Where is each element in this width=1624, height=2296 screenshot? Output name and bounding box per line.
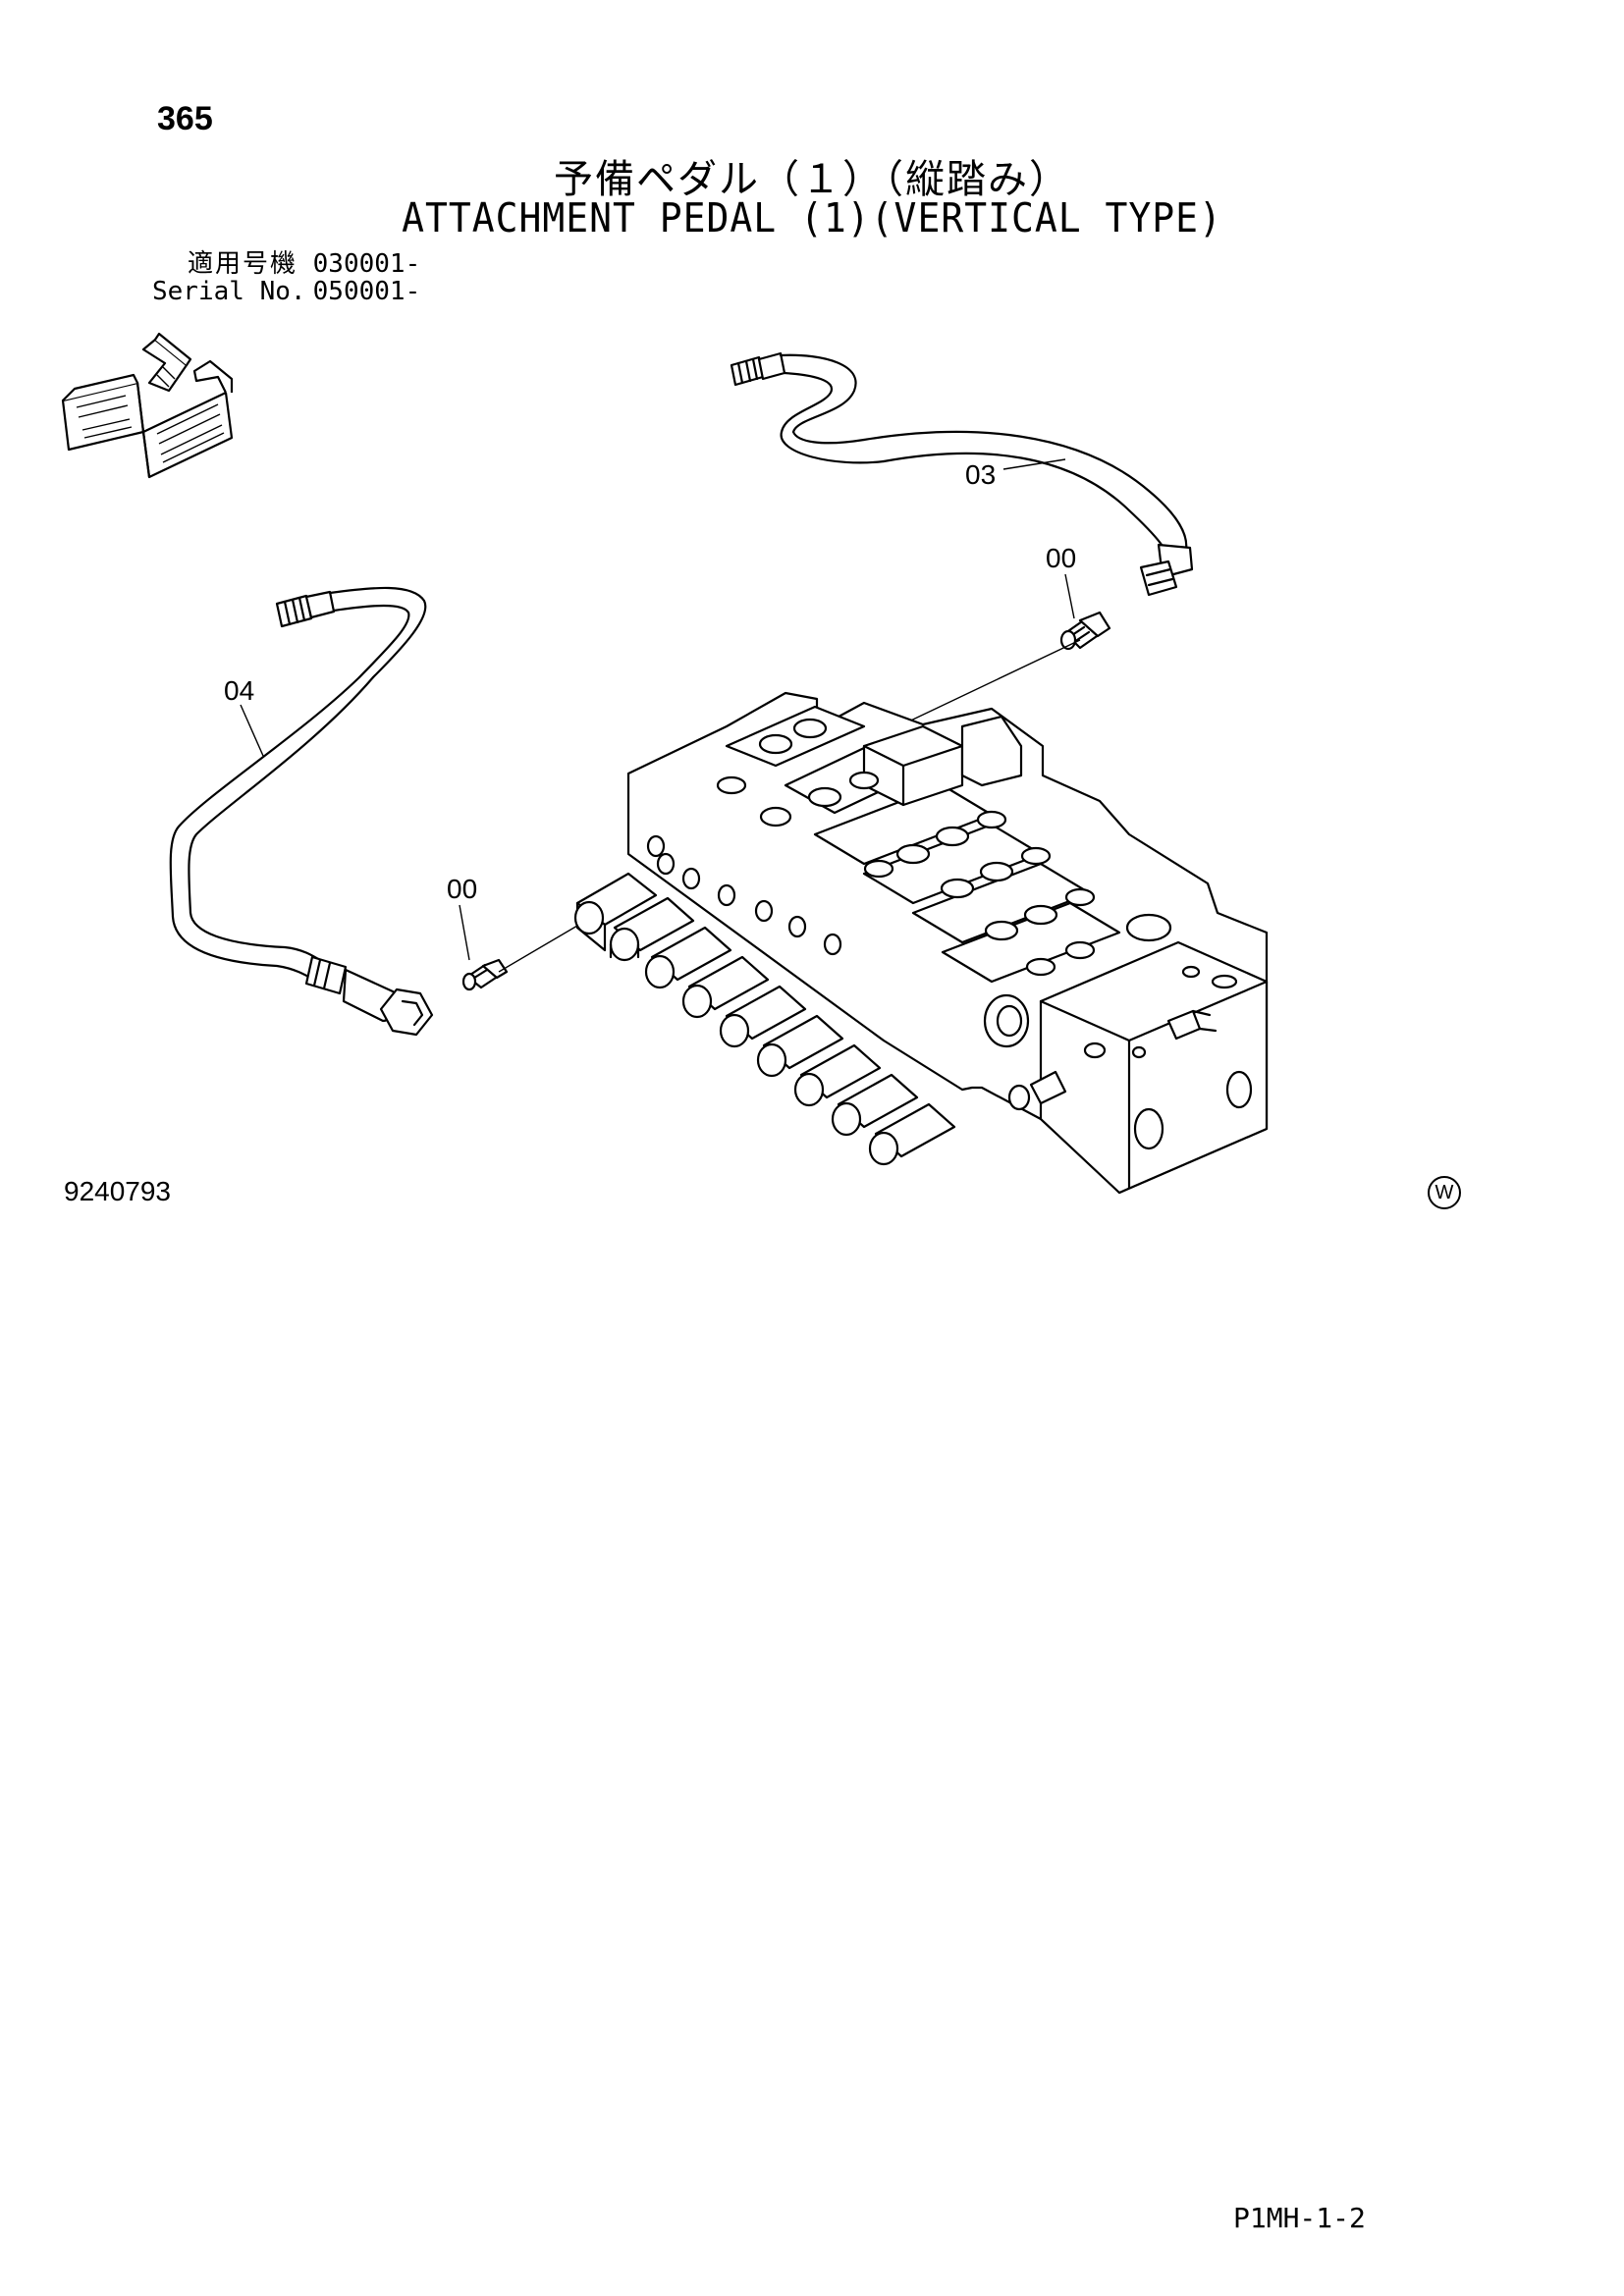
page-title-english: ATTACHMENT PEDAL (1)(VERTICAL TYPE): [402, 194, 1222, 241]
fitting-00-lower: [461, 958, 509, 991]
callout-03: 03: [965, 459, 997, 490]
spool-caps: [573, 872, 956, 1166]
callout-00-upper: 00: [1046, 543, 1077, 573]
serial-row-japanese: 適用号機 030001-: [152, 250, 420, 278]
page-number: 365: [157, 100, 213, 137]
watermark-icon: W: [1428, 1176, 1461, 1209]
fitting-00-upper: [1059, 611, 1111, 651]
callout-00-lower: 00: [447, 874, 478, 904]
callout-leaders: [240, 458, 1081, 973]
footer-code: P1MH-1-2: [1233, 2202, 1366, 2234]
serial-label-japanese: 適用号機: [187, 249, 298, 279]
callout-04: 04: [224, 675, 255, 706]
serial-row-english: Serial No. 050001-: [152, 278, 420, 305]
control-valve-block: [626, 691, 1269, 1195]
hydraulic-hose-03: [730, 351, 1194, 597]
serial-value-japanese: 030001-: [312, 249, 421, 279]
serial-applicability: 適用号機 030001- Serial No. 050001-: [152, 250, 420, 305]
direction-cube-icon: [61, 332, 234, 479]
serial-value-english: 050001-: [312, 277, 421, 306]
page-title-japanese: 予備ペダル（１）（縦踏み）: [554, 157, 1070, 202]
hydraulic-hose-04: [169, 586, 434, 1037]
drawing-number: 9240793: [64, 1176, 172, 1206]
